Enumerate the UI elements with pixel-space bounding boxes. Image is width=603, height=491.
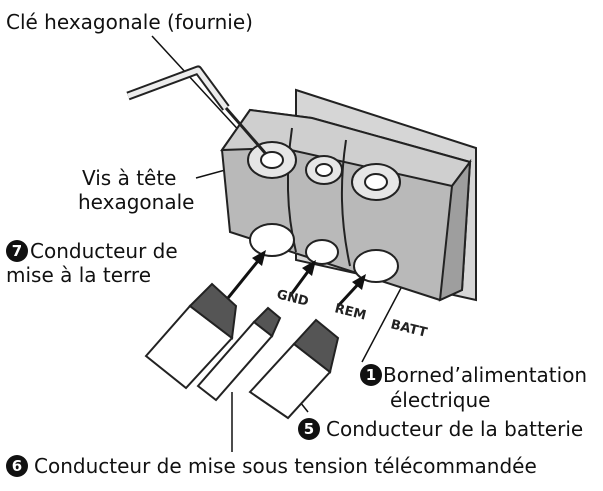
arrow-batt-head [352,274,366,290]
screw-socket-batt [364,173,388,191]
marker-remote: 6 [6,455,28,477]
arrow-gnd [226,255,264,299]
hex-key-label: Clé hexagonale (fournie) [6,10,253,34]
terminal-label-gnd: GND [275,287,310,309]
ground-label-line2: mise à la terre [6,263,152,287]
battery-label: Conducteur de la batterie [326,417,584,441]
hex-key-tip [224,107,268,155]
terminal-block-side [438,158,472,302]
arrow-rem-head [302,260,316,276]
marker-power-terminal: 1 [360,364,382,386]
wire-hole-gnd [249,223,295,257]
terminal-label-batt: BATT [389,317,429,341]
power-terminal-label-line1: Borned’alimentation [383,363,588,387]
remote-label: Conducteur de mise sous tension télécomm… [34,454,537,478]
screw-socket-gnd [260,151,284,169]
terminal-label-rem: REM [333,301,368,323]
battery-wire-strands [292,318,340,374]
remote-wire-strands [252,306,282,338]
power-terminal-label-line2: électrique [390,388,491,412]
arrow-gnd-head [252,250,266,266]
hex-screw-label-line2: hexagonale [78,190,195,214]
section-divider-2 [340,139,351,267]
hex-screw-label-line1: Vis à tête [82,166,177,190]
wire-hole-batt [353,249,399,283]
hex-key [127,67,229,110]
marker-ground: 7 [6,240,28,262]
wire-hole-rem [305,239,339,265]
ground-label-line1: Conducteur de [30,239,178,263]
marker-battery: 5 [298,418,320,440]
ground-wire-strands [188,282,238,340]
screw-socket-rem [315,163,333,177]
